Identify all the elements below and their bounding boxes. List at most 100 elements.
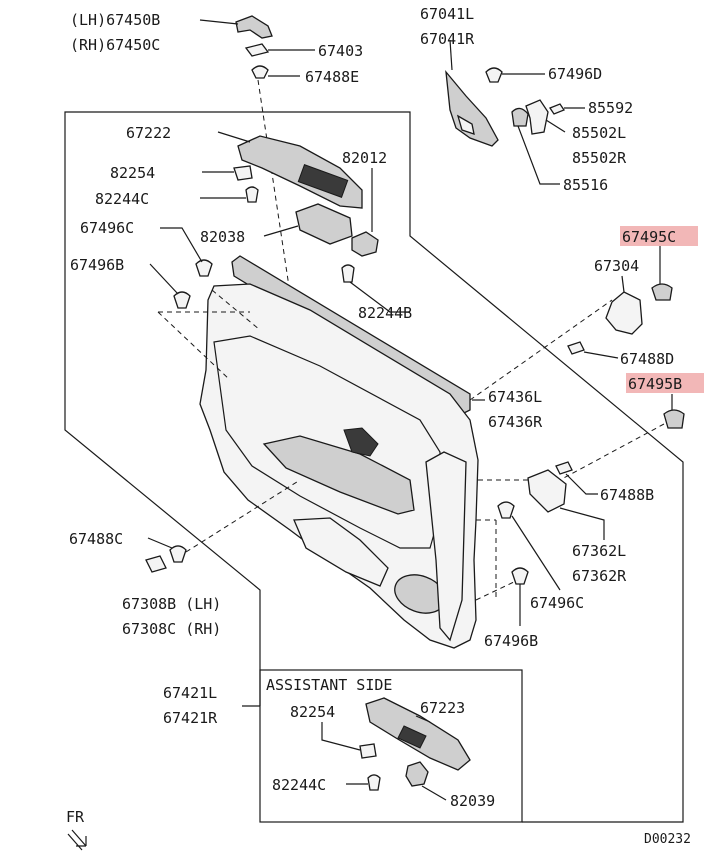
part-67041-inner [456,114,475,135]
part-67496c-clip-a [195,259,213,277]
part-67041-garnish [445,69,499,147]
leader-67496cb [511,515,561,591]
label-67041r: 67041R [420,30,475,48]
label-67488d: 67488D [620,350,674,368]
part-85592-screw [549,103,565,115]
label-67421l: 67421L [163,684,217,702]
highlight-67495c [620,226,698,246]
part-67308-cap [145,555,167,573]
assistant-switch-block [397,725,427,749]
part-67362-bracket [527,469,567,513]
label-82012: 82012 [342,149,387,167]
leader-82244b [349,281,410,313]
leader-67496ca [160,227,203,263]
part-67496b-clip-a [173,291,191,309]
label-85502r: 85502R [572,149,627,167]
label-85502l: 85502L [572,124,626,142]
dash-ref-3 [211,289,261,331]
leader-67488d [583,351,619,359]
assembly-frame-line [64,111,684,823]
label-fr: FR [66,808,85,826]
label-67496ca: 67496C [80,219,134,237]
label-67041l: 67041L [420,5,474,23]
label-67496cb: 67496C [530,594,584,612]
part-82244b-screw [341,264,355,283]
part-67488c-screw [169,545,187,563]
label-67450c: (RH)67450C [70,36,160,54]
leader-67223 [415,715,431,723]
label-67308c: 67308C (RH) [122,620,221,638]
label-67488b: 67488B [600,486,654,504]
dash-ref-9 [559,423,665,481]
label-67488c: 67488C [69,530,123,548]
label-67362l: 67362L [572,542,626,560]
label-82254a: 82254 [110,164,155,182]
part-82244c-screw [245,186,259,203]
leader-67362 [559,507,605,540]
dash-ref-4 [469,299,613,401]
label-82038: 82038 [200,228,245,246]
label-67488e: 67488E [305,68,359,86]
part-67403-pad [244,43,270,57]
leader-82038 [263,225,299,237]
label-85516: 85516 [563,176,608,194]
part-67496d-clip [485,67,503,83]
leader-67222 [217,131,251,143]
panel-rear-strip [425,451,467,642]
switch-block [297,164,349,198]
label-67450b: (LH)67450B [70,11,160,29]
label-82244ca: 82244C [95,190,149,208]
label-assistant-side: ASSISTANT SIDE [266,676,392,694]
label-diagram-code: D00232 [644,832,691,847]
label-82244b: 82244B [358,304,412,322]
label-67403: 67403 [318,42,363,60]
part-82254-clip [233,165,253,181]
part-67488d-screw [567,341,585,355]
fr-arrow-icon [67,829,87,851]
dash-ref-10 [185,479,301,553]
label-67496d: 67496D [548,65,602,83]
dash-ref-7 [475,579,519,601]
part-67304-bracket [605,291,643,335]
leader-67041 [449,39,453,71]
panel-pocket [293,517,389,587]
leader-85516 [517,125,560,185]
label-67495c: 67495C [622,228,676,246]
label-67436r: 67436R [488,413,543,431]
label-67495b: 67495B [628,375,682,393]
label-67308b: 67308B (LH) [122,595,221,613]
leader-67304 [621,275,625,293]
label-67496ba: 67496B [70,256,124,274]
part-82039-switch [405,761,429,787]
label-82254b: 82254 [290,703,335,721]
part-67496c-clip-b [497,501,515,519]
part-67496b-clip-b [511,567,529,585]
leader-85502 [545,119,566,133]
leader-67450 [199,19,239,25]
leader-67496ba [149,263,179,295]
assistant-side-box [259,669,523,823]
part-82254b-clip [359,743,377,759]
label-67223: 67223 [420,699,465,717]
leader-82039 [421,785,447,801]
label-67436l: 67436L [488,388,542,406]
highlight-67495b [626,373,704,393]
dash-ref-2 [157,311,231,381]
leader-67488c [147,537,173,549]
part-85502-bracket [525,99,549,135]
panel-handle-recess [343,427,379,457]
part-82038-switch [295,203,353,245]
label-82039: 82039 [450,792,495,810]
label-67421r: 67421R [163,709,218,727]
label-67304: 67304 [594,257,639,275]
part-82244cb-screw [367,774,381,791]
label-82244cb: 82244C [272,776,326,794]
label-67496bb: 67496B [484,632,538,650]
part-85516-sensor [511,107,529,127]
part-67488e-clip [251,65,269,79]
panel-inner-contour [213,335,441,549]
part-67495c-clip [651,283,673,301]
label-67362r: 67362R [572,567,627,585]
label-85592: 85592 [588,99,633,117]
